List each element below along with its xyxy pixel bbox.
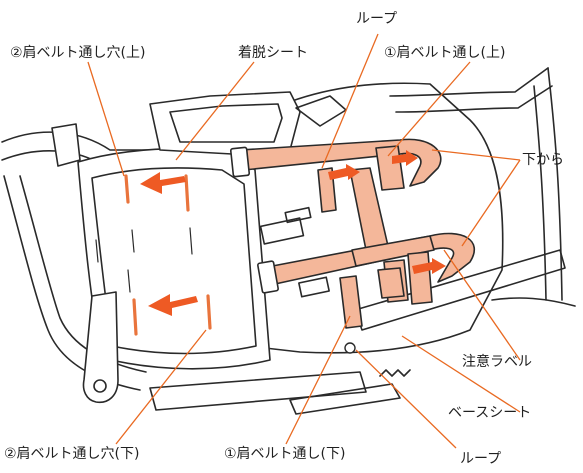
left-buckle	[82, 291, 119, 404]
removable-seat-inner	[91, 167, 257, 355]
label-loop-top: ループ	[356, 11, 398, 27]
belt-hole-lower-right	[206, 294, 212, 330]
seat-slit-2	[131, 229, 135, 253]
upper-buckle	[229, 146, 251, 178]
arrow-lower-left	[148, 294, 198, 316]
label-loop-bottom: ループ	[460, 451, 502, 467]
arrow-mid-right	[328, 164, 360, 180]
base-slot-3	[298, 276, 330, 298]
upper-bracket	[295, 95, 347, 127]
caution-label-patch	[377, 267, 405, 299]
seat-slit-3	[189, 227, 193, 255]
seat-slit-4	[127, 269, 131, 293]
leader-removable-seat	[175, 61, 255, 161]
leader-belt1-lower	[285, 315, 351, 445]
label-belt1-lower: ①肩ベルト通し(下)	[224, 446, 346, 462]
frame-right-bottom	[491, 297, 576, 307]
lower-buckle	[257, 260, 279, 294]
removable-seat-outline	[77, 147, 271, 370]
frame-right-side	[547, 67, 563, 301]
bottom-loop-ring	[344, 342, 356, 354]
arrow-upper-right	[392, 150, 418, 166]
leader-loop-bottom	[355, 349, 457, 449]
center-strap-cross	[351, 235, 435, 267]
rod-bottom-2	[289, 383, 401, 415]
leader-from-below-1	[431, 149, 521, 161]
leader-base-seat	[401, 335, 521, 413]
label-from-below: 下から	[522, 152, 564, 168]
arrow-upper-left	[140, 172, 186, 194]
label-removable-seat: 着脱シート	[238, 45, 308, 61]
base-slot-2	[284, 206, 312, 224]
leader-hole2-upper	[87, 61, 125, 177]
left-buckle-hole	[93, 379, 107, 393]
headrest-block	[149, 91, 301, 155]
belt-through-lower-2	[407, 251, 433, 305]
frame-right-top	[389, 67, 549, 97]
leader-hole2-lower	[115, 329, 207, 445]
belt-hole-upper-right	[184, 174, 190, 212]
seat-slit-1	[95, 239, 99, 263]
belt-hole-upper-left	[124, 174, 130, 204]
leader-loop-top	[321, 33, 379, 169]
frame-right-top-inner	[395, 85, 553, 113]
leader-from-below-2	[461, 159, 521, 247]
headrest-block-inner	[169, 103, 283, 143]
rod-bottom	[149, 371, 367, 411]
top-left-buckle	[51, 123, 81, 167]
base-slot-1	[259, 217, 305, 245]
leader-caution-label	[443, 249, 521, 361]
loop-tab-2	[339, 275, 363, 329]
spring-end	[379, 369, 411, 377]
label-hole2-upper: ②肩ベルト通し穴(上)	[10, 45, 146, 61]
frame-right-side-inner	[533, 85, 547, 301]
label-belt1-upper: ①肩ベルト通し(上)	[384, 45, 506, 61]
label-hole2-lower: ②肩ベルト通し穴(下)	[4, 446, 140, 462]
label-base-seat: ベースシート	[448, 405, 532, 421]
arrow-lower-right	[412, 258, 446, 274]
label-caution: 注意ラベル	[462, 354, 532, 370]
leader-belt1-upper	[387, 61, 471, 157]
belt-hole-lower-left	[132, 298, 138, 336]
